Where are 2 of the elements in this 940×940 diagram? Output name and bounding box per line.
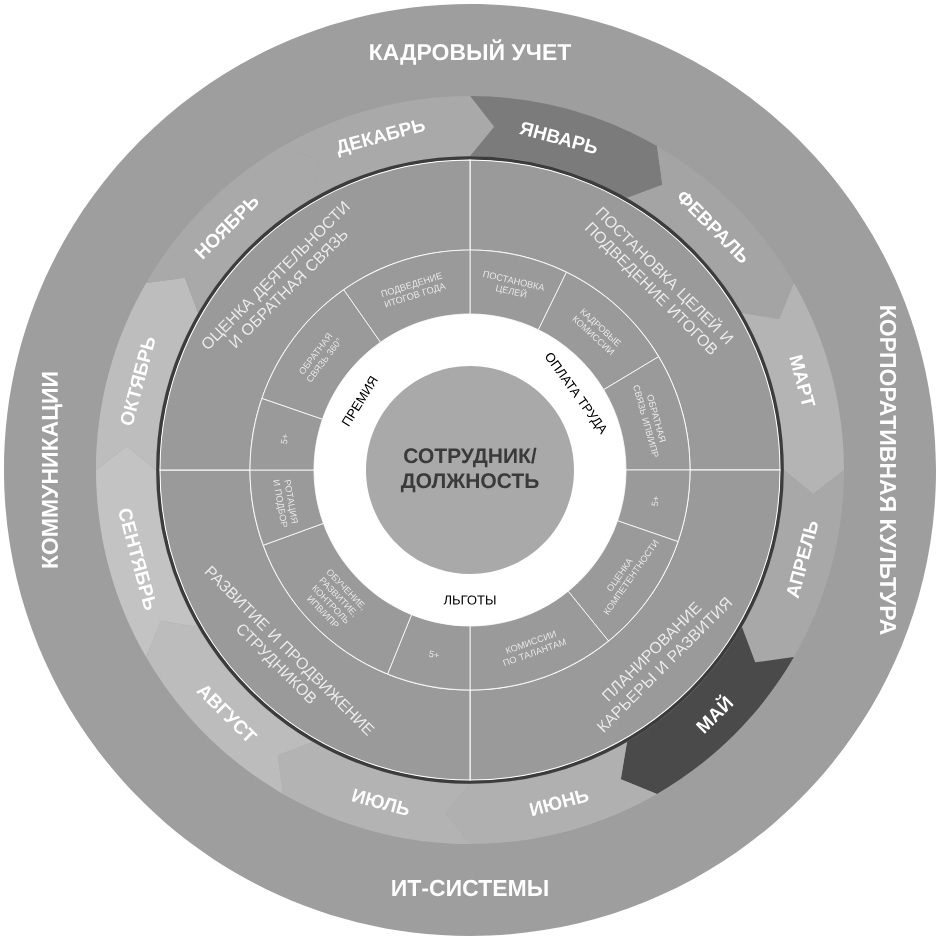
node-label: ИЮНЬ: [529, 790, 589, 817]
node-label: ИЮЛЬ: [351, 788, 409, 816]
